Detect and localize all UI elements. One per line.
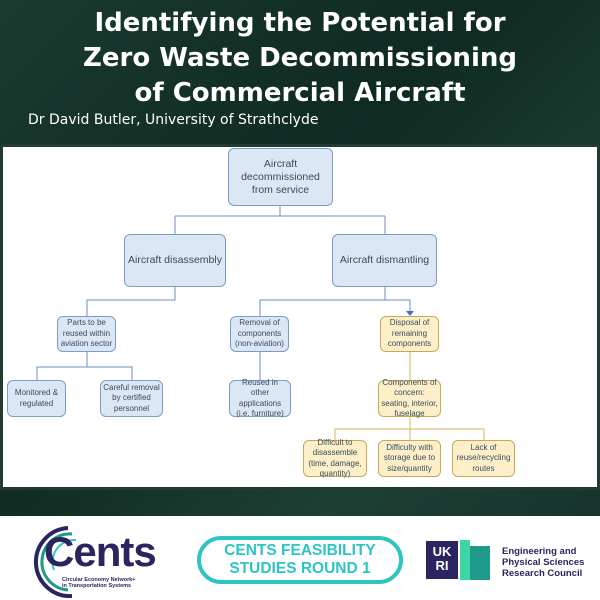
- cents-subtitle: Circular Economy Network+in Transportati…: [62, 577, 136, 589]
- node-removal: Removal of components (non-aviation): [230, 316, 289, 352]
- flow-diagram: Aircraft decommissioned from service Air…: [0, 144, 600, 490]
- node-disposal: Disposal of remaining components: [380, 316, 439, 352]
- epsrc-logo-bar: [470, 546, 490, 580]
- node-lack-routes: Lack of reuse/recycling routes: [452, 440, 515, 477]
- node-difficult-disassemble: Difficult to disassemble (time, damage, …: [303, 438, 367, 478]
- node-careful-removal: Careful removal by certified personnel: [100, 380, 163, 417]
- footer: [0, 516, 600, 600]
- node-disassembly: Aircraft disassembly: [124, 234, 226, 287]
- node-parts-reused: Parts to be reused within aviation secto…: [57, 316, 116, 352]
- page-title: Identifying the Potential for Zero Waste…: [0, 6, 600, 111]
- node-reused-other: Reused in other applications (i.e. furni…: [229, 378, 291, 418]
- ukri-logo: UK RI: [426, 541, 458, 579]
- node-root: Aircraft decommissioned from service: [228, 148, 333, 206]
- node-storage: Difficulty with storage due to size/quan…: [378, 440, 441, 477]
- node-dismantling: Aircraft dismantling: [332, 234, 437, 287]
- epsrc-logo-bar: [460, 540, 470, 580]
- title-line: of Commercial Aircraft: [134, 78, 466, 108]
- connector-lines: [36, 206, 485, 440]
- cents-logo-arc-icon: [33, 526, 77, 598]
- cents-logo: Cents: [44, 528, 157, 575]
- author: Dr David Butler, University of Strathcly…: [28, 112, 319, 128]
- node-components-concern: Components of concern: seating, interior…: [378, 378, 441, 418]
- title-line: Zero Waste Decommissioning: [83, 43, 517, 73]
- title-line: Identifying the Potential for: [94, 8, 506, 38]
- node-monitored: Monitored & regulated: [7, 380, 66, 417]
